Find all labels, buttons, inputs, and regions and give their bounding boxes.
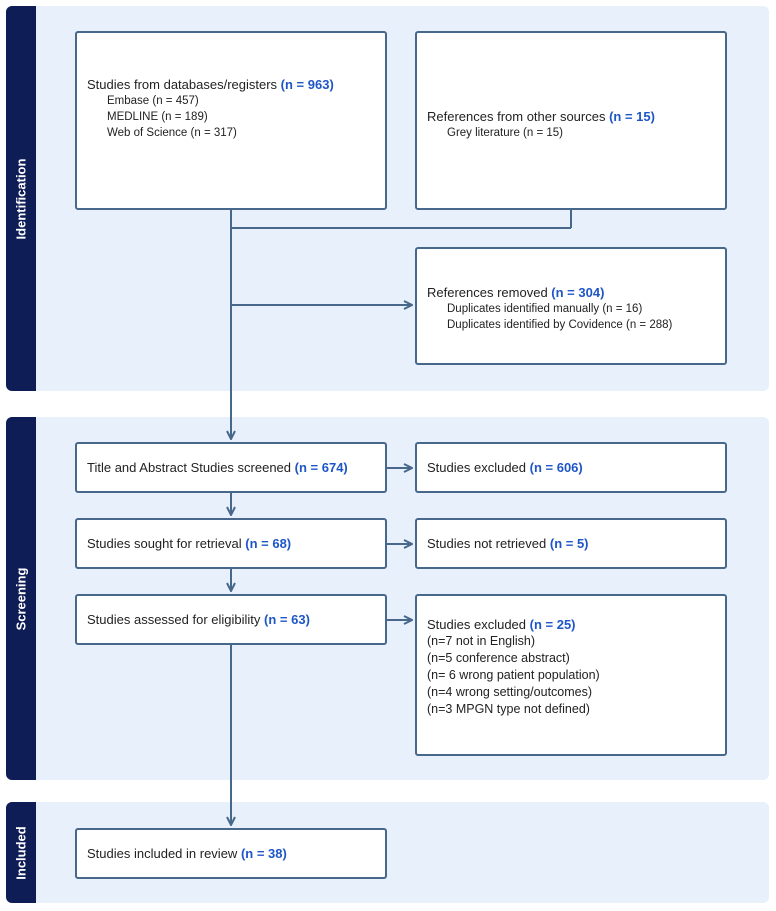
assessed-box: Studies assessed for eligibility (n = 63… <box>75 594 387 645</box>
not-retrieved-label: Studies not retrieved <box>427 536 547 551</box>
databases-label: Studies from databases/registers <box>87 77 278 92</box>
exclusion-reason: (n= 6 wrong patient population) <box>427 668 600 682</box>
screening-tab: Screening <box>6 417 36 780</box>
removed-item-manual: Duplicates identified manually (n = 16) <box>447 303 643 315</box>
exclusion-reason: (n=4 wrong setting/outcomes) <box>427 685 593 699</box>
not-retrieved-box: Studies not retrieved (n = 5) <box>415 518 727 569</box>
other-sources-heading: References from other sources (n = 15) <box>427 108 715 125</box>
excluded-screen-box: Studies excluded (n = 606) <box>415 442 727 493</box>
sought-count: (n = 68) <box>245 536 292 551</box>
screened-box: Title and Abstract Studies screened (n =… <box>75 442 387 493</box>
sought-box: Studies sought for retrieval (n = 68) <box>75 518 387 569</box>
excluded-screen-heading: Studies excluded (n = 606) <box>427 459 715 476</box>
included-final-label: Studies included in review <box>87 846 238 861</box>
removed-count: (n = 304) <box>551 285 605 300</box>
databases-item-wos: Web of Science (n = 317) <box>107 127 237 139</box>
screened-heading: Title and Abstract Studies screened (n =… <box>87 459 375 476</box>
not-retrieved-heading: Studies not retrieved (n = 5) <box>427 535 715 552</box>
included-box: Studies included in review (n = 38) <box>75 828 387 879</box>
included-heading: Studies included in review (n = 38) <box>87 845 375 862</box>
databases-box: Studies from databases/registers (n = 96… <box>75 31 387 210</box>
exclusion-reason: (n=5 conference abstract) <box>427 651 570 665</box>
databases-heading: Studies from databases/registers (n = 96… <box>87 76 375 93</box>
databases-item-medline: MEDLINE (n = 189) <box>107 111 208 123</box>
databases-count: (n = 963) <box>280 77 334 92</box>
excluded-full-count: (n = 25) <box>529 617 576 632</box>
sought-label: Studies sought for retrieval <box>87 536 242 551</box>
other-sources-label: References from other sources <box>427 109 606 124</box>
assessed-count: (n = 63) <box>264 612 310 627</box>
excluded-screen-label: Studies excluded <box>427 460 527 475</box>
assessed-heading: Studies assessed for eligibility (n = 63… <box>87 611 375 628</box>
identification-tab: Identification <box>6 6 36 391</box>
screened-count: (n = 674) <box>294 460 348 475</box>
screened-label: Title and Abstract Studies screened <box>87 460 292 475</box>
other-sources-box: References from other sources (n = 15) G… <box>415 31 727 210</box>
included-tab: Included <box>6 802 36 903</box>
excluded-full-heading: Studies excluded (n = 25) <box>427 616 715 633</box>
excluded-screen-count: (n = 606) <box>529 460 583 475</box>
removed-box: References removed (n = 304) Duplicates … <box>415 247 727 365</box>
exclusion-reason: (n=3 MPGN type not defined) <box>427 702 590 716</box>
included-final-count: (n = 38) <box>240 846 287 861</box>
databases-item-embase: Embase (n = 457) <box>107 95 199 107</box>
other-sources-item-grey: Grey literature (n = 15) <box>447 127 564 139</box>
assessed-label: Studies assessed for eligibility <box>87 612 261 627</box>
other-sources-count: (n = 15) <box>609 109 655 124</box>
removed-heading: References removed (n = 304) <box>427 284 715 301</box>
excluded-full-box: Studies excluded (n = 25) (n=7 not in En… <box>415 594 727 756</box>
not-retrieved-count: (n = 5) <box>549 536 589 551</box>
removed-item-covidence: Duplicates identified by Covidence (n = … <box>447 319 673 331</box>
exclusion-reason: (n=7 not in English) <box>427 634 536 648</box>
sought-heading: Studies sought for retrieval (n = 68) <box>87 535 375 552</box>
excluded-full-label: Studies excluded <box>427 617 527 632</box>
removed-label: References removed <box>427 285 548 300</box>
